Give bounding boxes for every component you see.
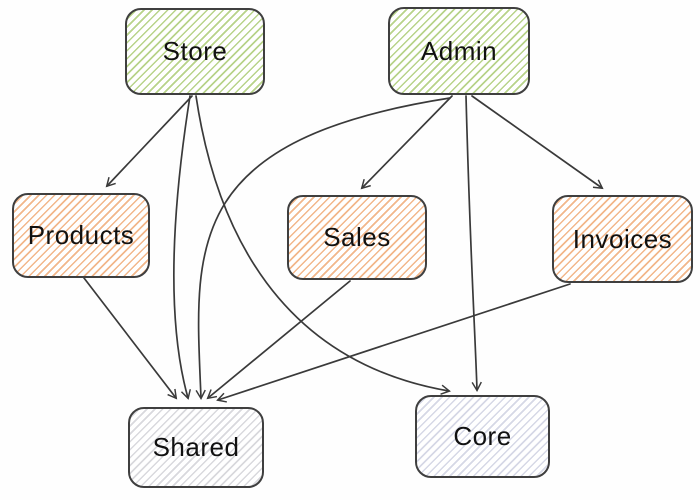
edge-admin-core: [465, 95, 482, 392]
edge-admin-shared: [195, 97, 451, 400]
node-shared: Shared: [128, 407, 264, 488]
node-core: Core: [415, 395, 550, 478]
node-invoices-label: Invoices: [572, 223, 673, 254]
node-invoices: Invoices: [552, 195, 693, 283]
edge-products-shared: [83, 277, 178, 400]
edge-store-core: [195, 95, 451, 395]
node-store-label: Store: [162, 36, 228, 66]
edge-sales-shared: [206, 280, 351, 400]
node-products-label: Products: [27, 220, 135, 250]
edge-store-shared: [173, 95, 192, 400]
edge-admin-invoices: [471, 95, 604, 190]
node-admin: Admin: [388, 7, 530, 95]
node-sales-label: Sales: [323, 222, 391, 252]
edge-store-products: [105, 95, 193, 188]
node-core-label: Core: [453, 421, 512, 451]
node-products: Products: [12, 193, 150, 278]
edge-invoices-shared: [216, 283, 571, 403]
node-shared-label: Shared: [152, 432, 240, 462]
node-admin-label: Admin: [420, 35, 498, 66]
node-store: Store: [125, 8, 265, 95]
node-sales: Sales: [287, 195, 427, 280]
edge-admin-sales: [360, 95, 453, 190]
